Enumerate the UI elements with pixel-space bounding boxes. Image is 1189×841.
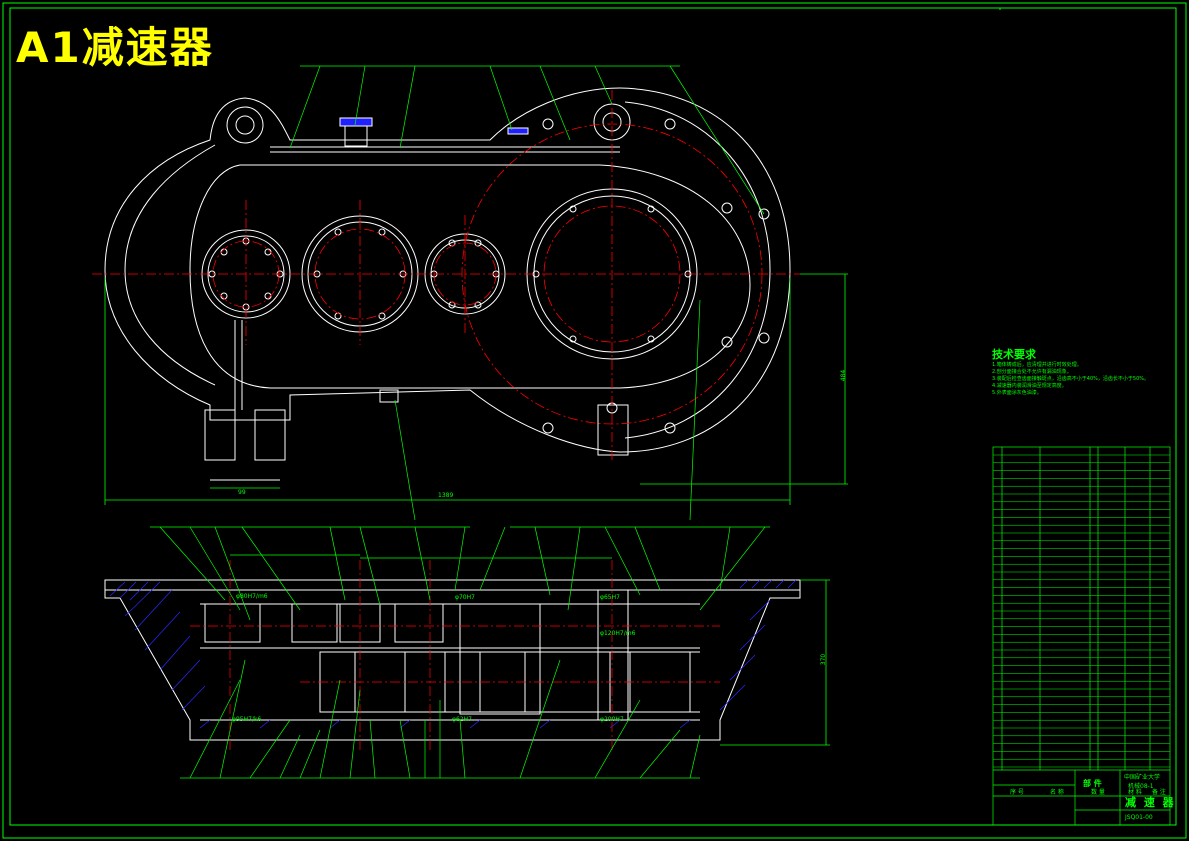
tech-requirements-title: 技术要求 — [992, 348, 1036, 361]
tb-col-no: 序 号 — [1010, 789, 1024, 796]
tb-col-note: 备 注 — [1152, 789, 1166, 796]
inspection-covers — [339, 117, 529, 403]
dim-plan-height: 370 — [820, 653, 828, 666]
dim-length: 1389 — [438, 492, 454, 499]
tb-school: 中国矿业大学 — [1124, 774, 1161, 781]
tech-note: 2.剖分面接合处不允许有漏油现象。 — [992, 369, 1072, 375]
front-view — [104, 87, 791, 481]
tb-col-qty: 数 量 — [1091, 789, 1105, 796]
leader-lines-top — [289, 65, 765, 521]
tech-requirements-list: 1.箱体铸成后，应清理并进行时效处理。 2.剖分面接合处不允许有漏油现象。 3.… — [992, 362, 1149, 397]
tb-class: 机械08-1 — [1128, 783, 1154, 790]
drawing-title: A1减速器 — [16, 23, 214, 72]
tb-drawing-no: JSQ01-00 — [1125, 814, 1153, 821]
dim-foot: 99 — [238, 489, 246, 496]
plan-center-lines — [190, 560, 720, 750]
center-lines — [92, 90, 800, 460]
inner-frame — [9, 7, 1177, 826]
tech-note: 1.箱体铸成后，应清理并进行时效处理。 — [992, 362, 1082, 368]
tech-note: 4.减速器内装润滑油至规定高度。 — [992, 383, 1067, 389]
dim-height: 484 — [840, 369, 848, 382]
fit-label: φ80H7/m6 — [236, 593, 268, 600]
bom-table — [992, 446, 1171, 826]
tb-col-name: 名 称 — [1050, 789, 1064, 796]
fit-label: φ70H7 — [455, 594, 475, 601]
bom-rows — [993, 454, 1170, 768]
leader-lines-plan — [150, 526, 770, 779]
fit-label: φ62H7 — [452, 716, 472, 723]
fit-label: φ120H7/m6 — [600, 630, 636, 637]
tb-name: 减 速 器 — [1125, 796, 1176, 809]
tech-note: 5.外表面涂灰色油漆。 — [992, 390, 1042, 396]
fit-label: φ200H7 — [600, 716, 624, 723]
fit-label: φ65H7 — [600, 594, 620, 601]
tb-part-label: 部 件 — [1083, 779, 1102, 788]
front-dimensions — [104, 273, 848, 505]
tech-note: 3.装配后检查齿面接触斑点，沿齿高不小于40%，沿齿长不小于50%。 — [992, 376, 1150, 382]
tb-col-mat: 材 料 — [1128, 789, 1142, 796]
fit-label: φ95H7/k6 — [232, 716, 262, 723]
section-hatch — [109, 579, 797, 729]
